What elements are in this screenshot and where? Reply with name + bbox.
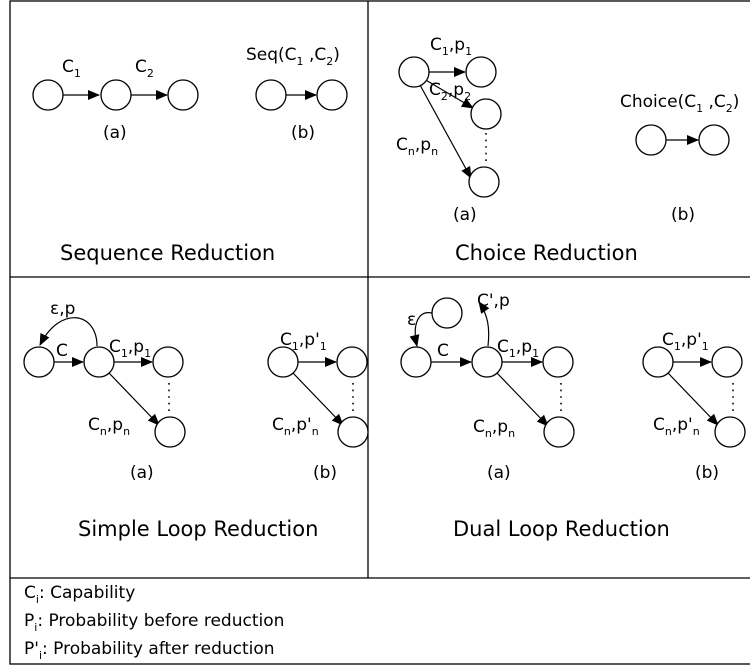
panel-title: Simple Loop Reduction xyxy=(78,517,318,541)
edge-cn-pn-prime xyxy=(667,372,719,426)
loop-label-epsilon-p: ε,p xyxy=(50,299,75,319)
edge-label-cn-pn-prime: Cn,p'n xyxy=(272,415,319,438)
node-exit-1 xyxy=(542,346,574,378)
loop-back-edge xyxy=(39,317,98,347)
caption-b: (b) xyxy=(695,463,719,483)
node-exit-1 xyxy=(152,346,184,378)
node-source xyxy=(267,346,299,378)
edge-label-c1-p1-prime: C1,p'1 xyxy=(280,330,327,353)
node-end xyxy=(316,79,348,111)
simple-loop-graph-a: ε,p C C1,p1 Cn,pn (a) xyxy=(23,299,186,483)
edge-cn-pn xyxy=(108,372,160,426)
node-target-n xyxy=(468,166,500,198)
edge-label-c1-p1: C1,p1 xyxy=(109,337,151,360)
node-end xyxy=(698,124,730,156)
caption-a: (a) xyxy=(453,205,477,225)
sequence-graph-b: Seq(C1 ,C2) (b) xyxy=(246,45,348,143)
node-start xyxy=(255,79,287,111)
edge-cn-pn xyxy=(496,372,549,427)
dual-loop-graph-a: ε C',p C C1,p1 Cn,pn (a) xyxy=(400,291,575,483)
sequence-graph-a: C1 C2 (a) xyxy=(32,57,199,143)
node-start xyxy=(635,124,667,156)
caption-a: (a) xyxy=(103,123,127,143)
panel-choice-reduction: C1,p1 C2,p2 Cn,pn (a) Choice(C1 ,C2) (b)… xyxy=(396,35,739,265)
dual-loop-graph-b: C1,p'1 Cn,p'n (b) xyxy=(642,330,746,483)
loop-label-epsilon: ε xyxy=(407,310,416,330)
seq-result-label: Seq(C1 ,C2) xyxy=(246,45,340,68)
node-source xyxy=(642,346,674,378)
legend-item-probability-before: Pi: Probability before reduction xyxy=(24,611,284,634)
legend-item-probability-after: P'i: Probability after reduction xyxy=(24,639,275,662)
node-loop-start xyxy=(23,346,55,378)
edge-label-cn-pn: Cn,pn xyxy=(88,415,130,438)
edge-label-c1-p1: C1,p1 xyxy=(497,337,539,360)
node-end xyxy=(167,79,199,111)
panel-simple-loop-reduction: ε,p C C1,p1 Cn,pn (a) C1,p'1 Cn,p'n (b) … xyxy=(23,299,369,541)
simple-loop-graph-b: C1,p'1 Cn,p'n (b) xyxy=(267,330,369,483)
panel-title: Choice Reduction xyxy=(455,241,638,265)
edge-label-c2-p2: C2,p2 xyxy=(429,80,471,103)
loop-label-c-prime-p: C',p xyxy=(477,291,510,311)
panel-title: Dual Loop Reduction xyxy=(453,517,670,541)
node-target-2 xyxy=(470,98,502,130)
choice-graph-b: Choice(C1 ,C2) (b) xyxy=(620,92,739,225)
node-exit-1 xyxy=(336,346,368,378)
legend-item-capability: Ci: Capability xyxy=(24,583,135,606)
node-source xyxy=(398,56,430,88)
node-loop-start xyxy=(400,346,432,378)
edge-label-c2: C2 xyxy=(135,57,154,80)
node-middle xyxy=(100,79,132,111)
node-exit-1 xyxy=(711,346,743,378)
caption-b: (b) xyxy=(313,463,337,483)
edge-label-cn-pn-prime: Cn,p'n xyxy=(653,415,700,438)
edge-label-c: C xyxy=(437,341,449,361)
node-exit-n xyxy=(337,416,369,448)
caption-b: (b) xyxy=(671,205,695,225)
caption-a: (a) xyxy=(130,463,154,483)
grid-frame xyxy=(9,0,750,665)
node-exit-n xyxy=(543,416,575,448)
edge-label-c1-p1-prime: C1,p'1 xyxy=(662,330,709,353)
edge-label-c: C xyxy=(56,341,68,361)
node-exit-n xyxy=(154,416,186,448)
node-exit-n xyxy=(714,416,746,448)
legend: Ci: Capability Pi: Probability before re… xyxy=(24,583,284,662)
panel-sequence-reduction: C1 C2 (a) Seq(C1 ,C2) (b) Sequence Reduc… xyxy=(32,45,348,265)
node-loop-center xyxy=(471,346,503,378)
node-target-1 xyxy=(465,56,497,88)
edge-c2 xyxy=(423,78,474,109)
edge-cn-pn-prime xyxy=(292,372,344,426)
choice-graph-a: C1,p1 C2,p2 Cn,pn (a) xyxy=(396,35,502,225)
edge-cn xyxy=(419,84,472,179)
node-loop-top xyxy=(431,297,463,329)
edge-label-cn-pn: Cn,pn xyxy=(473,417,515,440)
loop-edge-c-prime xyxy=(478,301,490,347)
choice-result-label: Choice(C1 ,C2) xyxy=(620,92,739,115)
edge-label-c1: C1 xyxy=(62,57,81,80)
panel-dual-loop-reduction: ε C',p C C1,p1 Cn,pn (a) C1,p'1 Cn,p'n (… xyxy=(400,291,746,541)
edge-label-c1-p1: C1,p1 xyxy=(430,35,472,58)
caption-a: (a) xyxy=(487,463,511,483)
edge-label-cn-pn: Cn,pn xyxy=(396,135,438,158)
outer-border xyxy=(9,0,750,665)
caption-b: (b) xyxy=(291,123,315,143)
node-start xyxy=(32,79,64,111)
panel-title: Sequence Reduction xyxy=(60,241,275,265)
loop-back-edge-epsilon xyxy=(409,312,433,347)
node-loop-center xyxy=(83,346,115,378)
